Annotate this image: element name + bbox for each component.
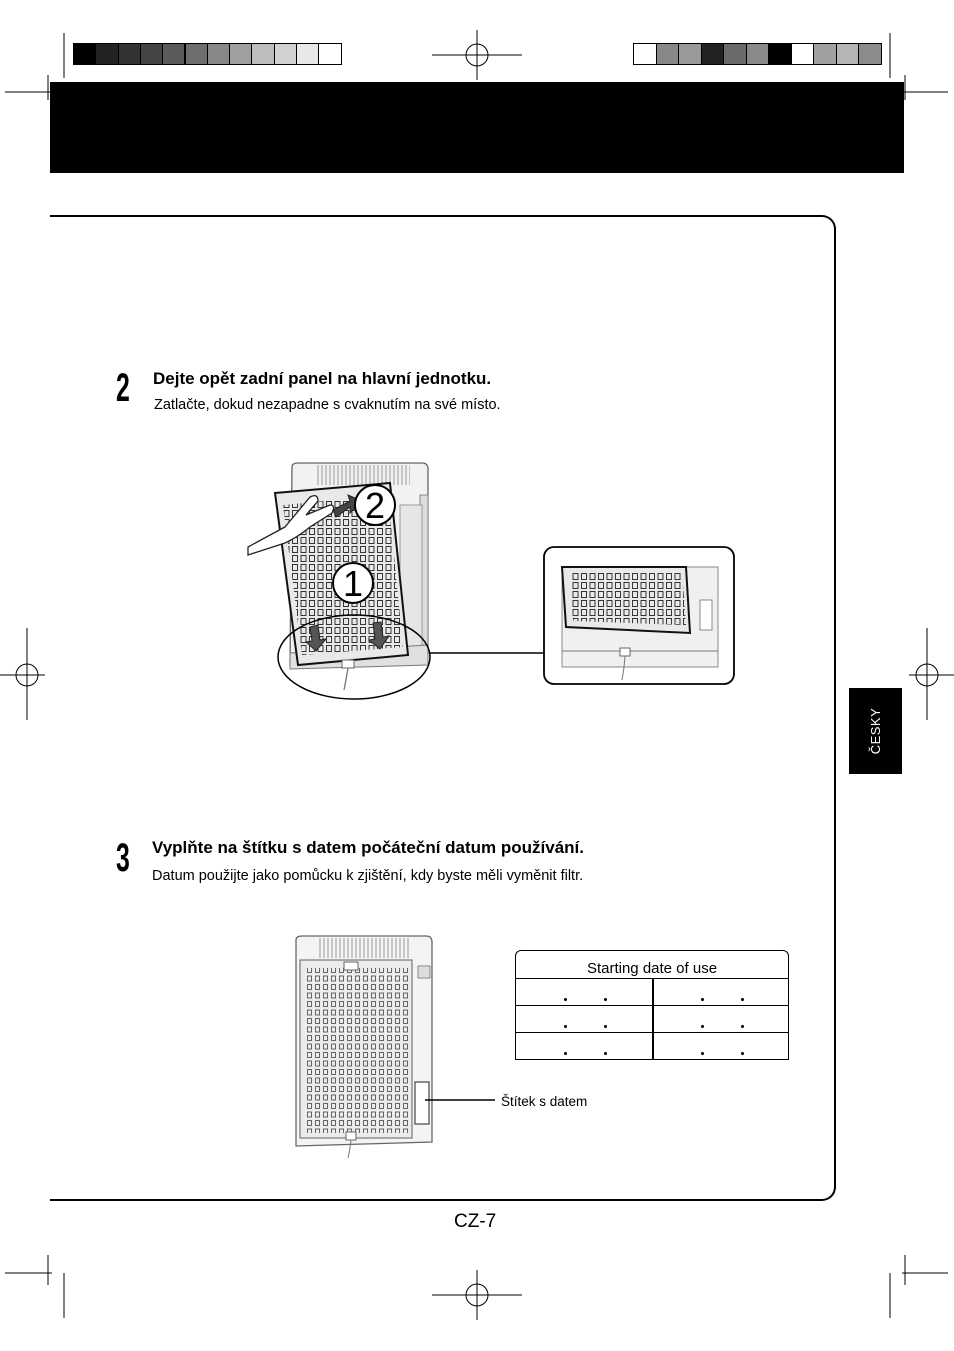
- color-swatch: [296, 43, 320, 65]
- date-separator-dot: [741, 1052, 744, 1055]
- color-swatch: [655, 43, 679, 65]
- date-separator-dot: [701, 998, 704, 1001]
- callout-1-label: 1: [343, 563, 363, 604]
- date-label-leader-line: [425, 1099, 495, 1101]
- color-swatch: [835, 43, 859, 65]
- color-swatch: [813, 43, 837, 65]
- content-frame: [50, 215, 836, 1201]
- color-swatch: [768, 43, 792, 65]
- color-swatch: [700, 43, 724, 65]
- language-tab: ČESKY: [849, 688, 902, 774]
- date-separator-dot: [701, 1025, 704, 1028]
- color-swatch: [745, 43, 769, 65]
- date-separator-dot: [604, 1052, 607, 1055]
- color-swatch: [858, 43, 882, 65]
- color-swatch: [139, 43, 164, 65]
- step-3-title: Vyplňte na štítku s datem počáteční datu…: [152, 838, 585, 857]
- callout-2-label: 2: [365, 485, 385, 526]
- step-2-title: Dejte opět zadní panel na hlavní jednotk…: [153, 369, 492, 388]
- color-swatch: [633, 43, 657, 65]
- date-separator-dot: [564, 1052, 567, 1055]
- date-entry-cell[interactable]: [516, 979, 652, 1006]
- step-3-text: Datum použijte jako pomůcku k zjištění, …: [152, 868, 584, 884]
- color-swatch: [95, 43, 119, 65]
- date-entry-cell[interactable]: [516, 1033, 652, 1060]
- color-swatch: [162, 43, 186, 65]
- color-swatch: [273, 43, 297, 65]
- header-band: [50, 82, 904, 173]
- back-panel-illustration: 2 1: [247, 462, 735, 700]
- date-entry-cell[interactable]: [653, 979, 789, 1006]
- date-table-header: Starting date of use: [516, 951, 788, 979]
- step-3-number: 3: [116, 836, 130, 880]
- step-2-number: 2: [116, 366, 130, 410]
- date-separator-dot: [741, 1025, 744, 1028]
- color-swatch: [678, 43, 702, 65]
- date-separator-dot: [741, 998, 744, 1001]
- color-swatch: [117, 43, 141, 65]
- date-separator-dot: [564, 998, 567, 1001]
- color-swatch: [184, 43, 208, 65]
- color-swatch: [229, 43, 253, 65]
- color-swatch: [206, 43, 231, 65]
- unit-date-label-illustration: [295, 935, 433, 1159]
- color-swatch: [318, 43, 342, 65]
- date-label-callout: Štítek s datem: [501, 1094, 588, 1109]
- date-entry-cell[interactable]: [653, 1033, 789, 1060]
- color-swatch: [73, 43, 97, 65]
- date-separator-dot: [604, 1025, 607, 1028]
- page-number: CZ-7: [454, 1211, 497, 1232]
- date-separator-dot: [564, 1025, 567, 1028]
- date-entry-cell[interactable]: [653, 1006, 789, 1033]
- step-2-text: Zatlačte, dokud nezapadne s cvaknutím na…: [154, 397, 501, 413]
- starting-date-table: Starting date of use: [515, 950, 789, 1060]
- color-swatch: [790, 43, 814, 65]
- color-swatch: [723, 43, 747, 65]
- language-tab-label: ČESKY: [868, 707, 883, 755]
- date-separator-dot: [701, 1052, 704, 1055]
- color-swatch: [251, 43, 275, 65]
- date-table-divider: [652, 979, 654, 1059]
- date-separator-dot: [604, 998, 607, 1001]
- date-entry-cell[interactable]: [516, 1006, 652, 1033]
